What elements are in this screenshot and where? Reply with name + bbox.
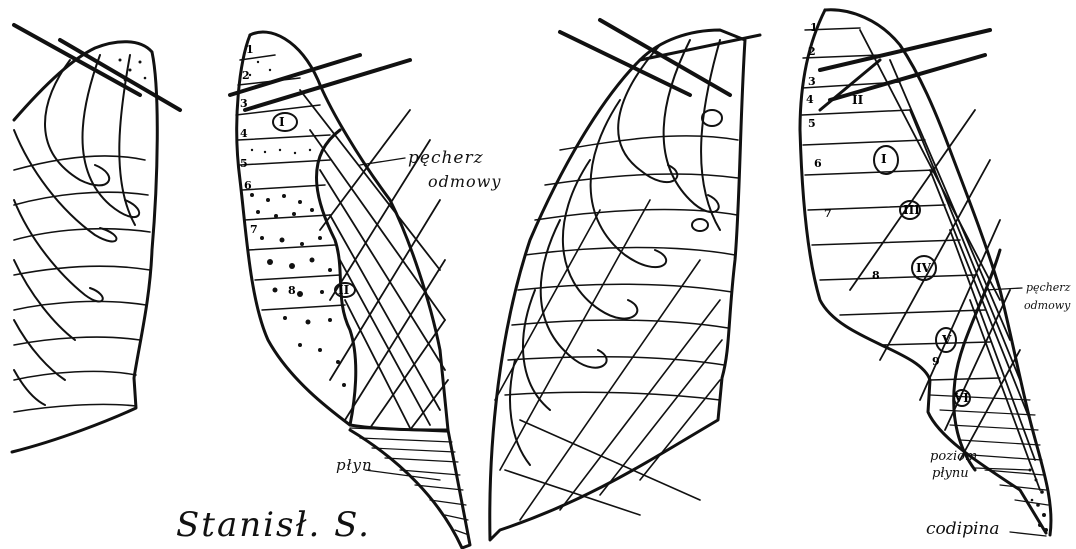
pecherz-small-label: pęcherz (1026, 282, 1070, 293)
roman-marker: III (903, 204, 920, 216)
codipina-leader-line (1010, 532, 1046, 536)
segment-number: 3 (808, 76, 816, 87)
segment-number: 4 (240, 128, 248, 139)
plynu-label: płynu (932, 467, 969, 480)
segment-number: 2 (242, 70, 250, 81)
roman-marker: II (338, 284, 349, 296)
codipina-label: codipina (926, 521, 999, 538)
plyn-leader-line (365, 470, 440, 480)
poziom-leader-line (975, 468, 1030, 470)
segment-number: 8 (872, 270, 880, 281)
segment-number: 7 (250, 224, 258, 235)
segment-number: 3 (240, 98, 248, 109)
plyn-label: płyn (336, 458, 373, 473)
artist-signature: Stanisł. S. (176, 508, 371, 542)
segment-number: 1 (246, 44, 254, 55)
drawing-3-lung (490, 20, 760, 540)
roman-marker: II (852, 94, 863, 106)
drawing-1-partial-lung (12, 25, 180, 452)
segment-number: 5 (240, 158, 248, 169)
roman-marker: I (881, 153, 887, 165)
segment-number: 9 (932, 356, 940, 367)
roman-marker: V (942, 334, 951, 346)
pecherz-leader-line-2 (985, 288, 1022, 290)
segment-number: 5 (808, 118, 816, 129)
segment-number: 1 (810, 22, 818, 33)
segment-number: 2 (808, 46, 816, 57)
segment-number: 7 (824, 208, 832, 219)
odmowy-small-label: odmowy (1024, 300, 1070, 311)
segment-number: 8 (288, 285, 296, 296)
segment-number: 6 (814, 158, 822, 169)
odmowy-label: odmowy (428, 174, 501, 190)
pecherz-label: pęcherz (408, 150, 484, 167)
pecherz-leader-line-1 (360, 158, 405, 165)
poziom-label: poziom (930, 450, 977, 463)
roman-marker: IV (916, 262, 931, 274)
segment-number: 6 (244, 180, 252, 191)
roman-marker: VI (954, 392, 969, 404)
segment-number: 4 (806, 94, 814, 105)
roman-marker: I (279, 116, 285, 128)
